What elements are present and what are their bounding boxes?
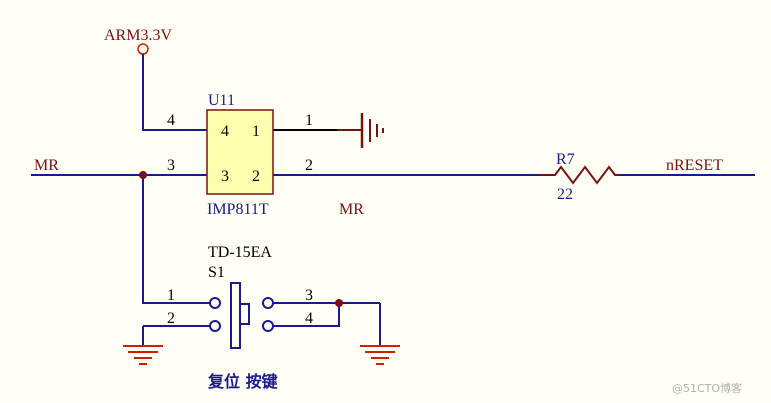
r7-value: 22 [557, 186, 573, 203]
u11-outer-pin2: 2 [305, 157, 313, 174]
power-label: ARM3.3V [104, 27, 172, 44]
s1-type: TD-15EA [208, 244, 272, 261]
u11-inner-pin4: 4 [221, 123, 229, 140]
wires [31, 54, 755, 345]
u11-ref: U11 [208, 92, 235, 109]
u11-body [206, 109, 274, 195]
s1-contact-4 [262, 320, 274, 332]
r7-ref: R7 [556, 151, 575, 168]
u11-outer-pin3: 3 [167, 157, 175, 174]
r7-zigzag [540, 165, 620, 185]
reset-button-caption: 复位 按键 [207, 372, 278, 391]
watermark: @51CTO博客 [672, 381, 742, 395]
s1-ref: S1 [208, 264, 225, 281]
s1-switch: TD-15EA S1 1 2 3 4 [167, 244, 313, 349]
u11-inner-pin3: 3 [221, 168, 229, 185]
earth-ground-symbol [337, 113, 384, 148]
ground-symbol-left [123, 345, 163, 365]
s1-actuator [230, 282, 241, 349]
u11-outer-pin1: 1 [305, 112, 313, 129]
junction-dot-s1 [335, 299, 343, 307]
s1-contact-1 [209, 297, 221, 309]
s1-pin3-label: 3 [305, 287, 313, 304]
s1-pin4-label: 4 [305, 310, 313, 327]
u11-inner-pin1: 1 [252, 123, 260, 140]
power-symbol: ARM3.3V [104, 27, 172, 55]
ground-symbol-right [360, 345, 400, 365]
r7-resistor: R7 22 [540, 151, 620, 203]
u11-chip: U11 IMP811T 4 1 3 2 4 1 3 2 [167, 92, 337, 218]
net-label-mr-mid: MR [339, 201, 364, 218]
s1-contact-2 [209, 320, 221, 332]
u11-part: IMP811T [207, 201, 269, 218]
s1-pin1-label: 1 [167, 287, 175, 304]
net-label-mr-left: MR [34, 157, 59, 174]
u11-outer-pin4: 4 [167, 112, 175, 129]
u11-inner-pin2: 2 [252, 168, 260, 185]
wire-power-to-pin4 [142, 54, 207, 131]
s1-pin2-label: 2 [167, 310, 175, 327]
net-label-nreset: nRESET [666, 157, 723, 174]
s1-plunger [239, 303, 250, 325]
wire-mr-to-s1-pin1 [142, 175, 211, 304]
junction-dot-mr [139, 171, 147, 179]
s1-contact-3 [262, 297, 274, 309]
wire-s1-pin4 [277, 303, 340, 327]
